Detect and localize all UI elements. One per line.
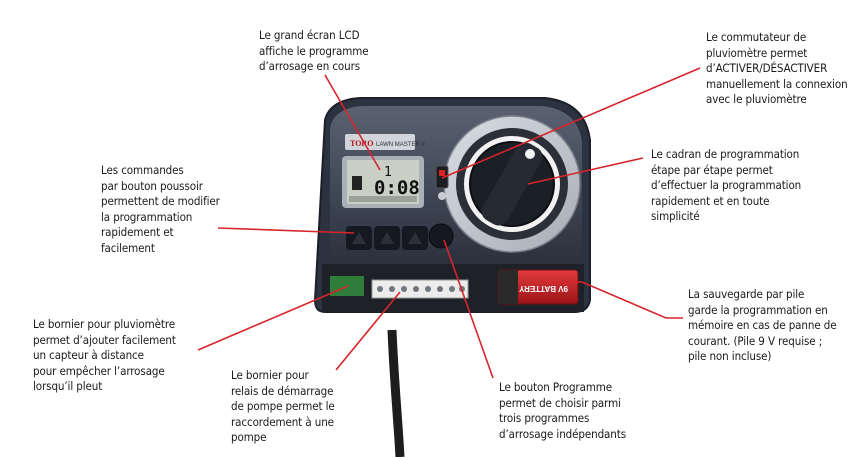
- model-logo: LAWN MASTER II: [376, 142, 425, 148]
- brand-logo: TORO: [350, 139, 373, 148]
- leader-pump-terminal: [335, 291, 401, 371]
- leader-program-button: [443, 239, 494, 379]
- program-button[interactable]: [428, 223, 454, 249]
- leader-sensor-terminal: [197, 285, 349, 351]
- terminal-block: [371, 279, 469, 299]
- lcd-time: 0:08: [374, 177, 420, 199]
- lcd-day-row: [349, 196, 417, 202]
- callout-lcd: Le grand écran LCD affiche le programme …: [259, 28, 369, 73]
- callout-buttons: Les commandes par bouton poussoir permet…: [101, 163, 220, 255]
- leader-rain-switch: [441, 67, 701, 179]
- lcd-indicator: [352, 176, 362, 190]
- brand-strip: [345, 134, 415, 150]
- leader-buttons: [217, 227, 355, 234]
- callout-program-button: Le bouton Programme permet de choisir pa…: [499, 380, 627, 441]
- power-cable: [387, 329, 405, 457]
- callout-rain-switch: Le commutateur de pluviomètre permet d’A…: [706, 30, 848, 106]
- callout-battery: La sauvegarde par pile garde la programm…: [688, 287, 837, 363]
- lcd-station: 1: [384, 165, 392, 180]
- push-buttons[interactable]: [346, 226, 428, 250]
- callout-sensor-terminal: Le bornier pour pluviomètre permet d’ajo…: [33, 317, 176, 393]
- callout-pump-terminal: Le bornier pour relais de démarrage de p…: [231, 368, 335, 444]
- leader-lcd: [324, 74, 381, 171]
- rain-switch-label: [438, 192, 446, 200]
- programming-dial[interactable]: [469, 139, 555, 229]
- battery-label: 9V BATTERY: [518, 284, 568, 293]
- callout-dial: Le cadran de programmation étape par éta…: [651, 147, 802, 223]
- leader-dial: [527, 157, 644, 185]
- leader-battery: [540, 281, 683, 319]
